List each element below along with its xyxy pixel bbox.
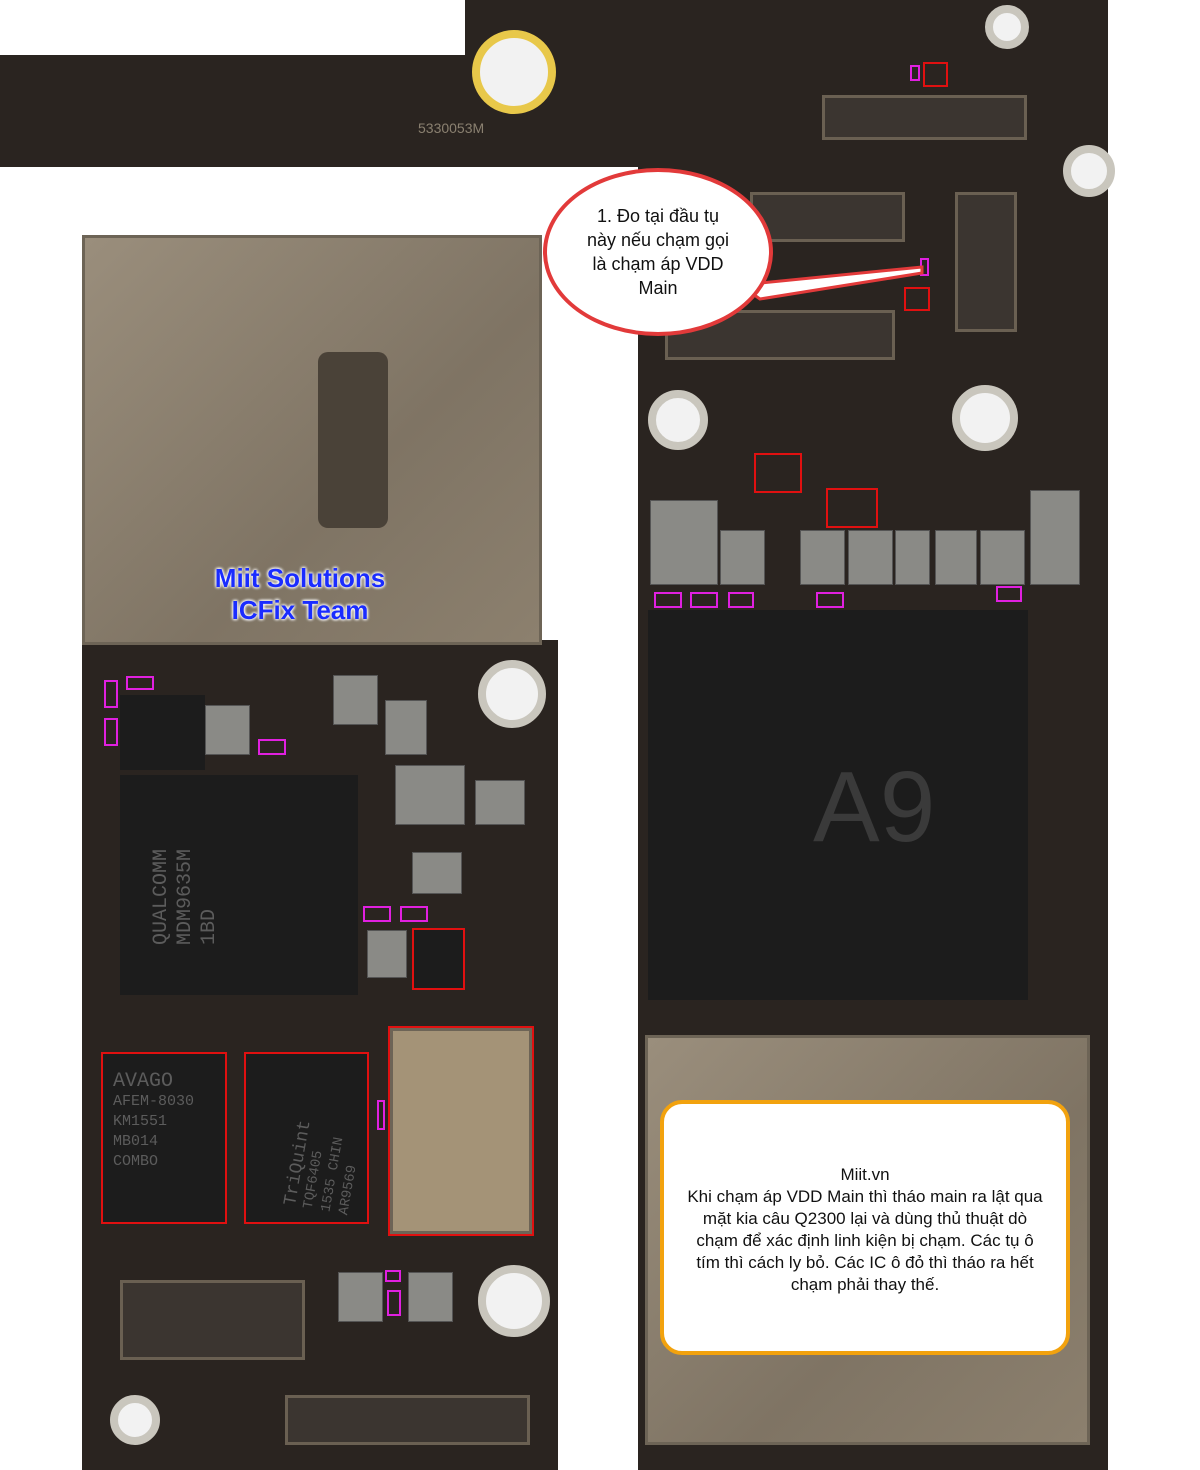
- purple-capacitor-marker: [385, 1270, 401, 1282]
- purple-capacitor-marker: [690, 592, 718, 608]
- purple-capacitor-marker: [996, 586, 1022, 602]
- red-ic-marker: [412, 928, 465, 990]
- mounting-hole: [478, 1265, 550, 1337]
- inductor: [395, 765, 465, 825]
- purple-capacitor-marker: [104, 718, 118, 746]
- right-board-top: [740, 0, 1090, 180]
- red-ic-marker: [904, 287, 930, 311]
- purple-capacitor-marker: [126, 676, 154, 690]
- purple-capacitor-marker: [654, 592, 682, 608]
- inductor: [205, 705, 250, 755]
- instruction-note: Miit.vn Khi chạm áp VDD Main thì tháo ma…: [660, 1100, 1070, 1355]
- inductor: [338, 1272, 383, 1322]
- purple-capacitor-marker: [728, 592, 754, 608]
- purple-capacitor-marker: [377, 1100, 385, 1130]
- mounting-hole: [648, 390, 708, 450]
- battery-connector: [120, 1280, 305, 1360]
- bottom-connector: [285, 1395, 530, 1445]
- purple-capacitor-marker: [387, 1290, 401, 1316]
- avago-label-3: KM1551: [113, 1113, 168, 1130]
- purple-capacitor-marker: [400, 906, 428, 922]
- baseband-label-1: QUALCOMM: [150, 848, 173, 945]
- sim-tray-shield: [82, 235, 542, 645]
- mounting-hole: [952, 385, 1018, 451]
- watermark: Miit Solutions ICFix Team: [180, 562, 420, 626]
- purple-capacitor-marker: [910, 65, 920, 81]
- a9-processor: A9: [648, 610, 1028, 1000]
- top-strip-code: 5330053M: [418, 120, 485, 136]
- red-ic-marker: [826, 488, 878, 528]
- avago-pa: AVAGO AFEM-8030 KM1551 MB014 COMBO: [103, 1054, 225, 1222]
- watermark-line2: ICFix Team: [231, 595, 369, 625]
- rf-shield: [390, 1028, 532, 1234]
- purple-capacitor-marker: [816, 592, 844, 608]
- inductor: [800, 530, 845, 585]
- connector-2: [750, 192, 905, 242]
- purple-capacitor-marker: [363, 906, 391, 922]
- mounting-hole-top: [472, 30, 556, 114]
- red-ic-marker: [244, 1052, 369, 1224]
- pmic-chip: [120, 695, 205, 770]
- connector-3: [955, 192, 1017, 332]
- inductor: [1030, 490, 1080, 585]
- note-body: Khi chạm áp VDD Main thì tháo main ra lậ…: [687, 1187, 1043, 1294]
- inductor: [848, 530, 893, 585]
- mounting-hole: [985, 5, 1029, 49]
- mounting-hole: [478, 660, 546, 728]
- mounting-hole: [1063, 145, 1115, 197]
- inductor: [412, 852, 462, 894]
- inductor: [333, 675, 378, 725]
- sim-contact-area: [318, 352, 388, 528]
- callout-text: 1. Đo tại đầu tụ này nếu chạm gọi là chạ…: [586, 206, 730, 298]
- small-ic: [414, 930, 464, 988]
- inductor: [385, 700, 427, 755]
- purple-capacitor-marker: [104, 680, 118, 708]
- avago-label-5: COMBO: [113, 1153, 159, 1170]
- red-ic-marker: [923, 62, 948, 87]
- note-title: Miit.vn: [840, 1165, 890, 1184]
- inductor: [720, 530, 765, 585]
- inductor: [650, 500, 718, 585]
- watermark-line1: Miit Solutions: [214, 563, 386, 593]
- inductor: [408, 1272, 453, 1322]
- a9-label: A9: [813, 751, 936, 863]
- inductor: [935, 530, 977, 585]
- avago-label-4: MB014: [113, 1133, 159, 1150]
- inductor: [895, 530, 930, 585]
- connector-1: [822, 95, 1027, 140]
- baseband-chip: QUALCOMM MDM9635M 1BD: [120, 775, 358, 995]
- mounting-hole: [110, 1395, 160, 1445]
- red-ic-marker: [388, 1026, 534, 1236]
- inductor: [475, 780, 525, 825]
- red-ic-marker: [754, 453, 802, 493]
- top-flex-strip: [0, 55, 760, 167]
- triquint-pa: TriQuint TQF6405 1535 CHIN AR9569: [246, 1054, 367, 1222]
- purple-capacitor-marker: [258, 739, 286, 755]
- inductor: [367, 930, 407, 978]
- avago-label-2: AFEM-8030: [113, 1093, 195, 1110]
- callout-bubble: 1. Đo tại đầu tụ này nếu chạm gọi là chạ…: [543, 168, 773, 336]
- inductor: [980, 530, 1025, 585]
- avago-label-1: AVAGO: [113, 1070, 174, 1093]
- baseband-label-3: 1BD: [198, 908, 221, 945]
- baseband-label-2: MDM9635M: [174, 848, 197, 945]
- red-ic-marker: [101, 1052, 227, 1224]
